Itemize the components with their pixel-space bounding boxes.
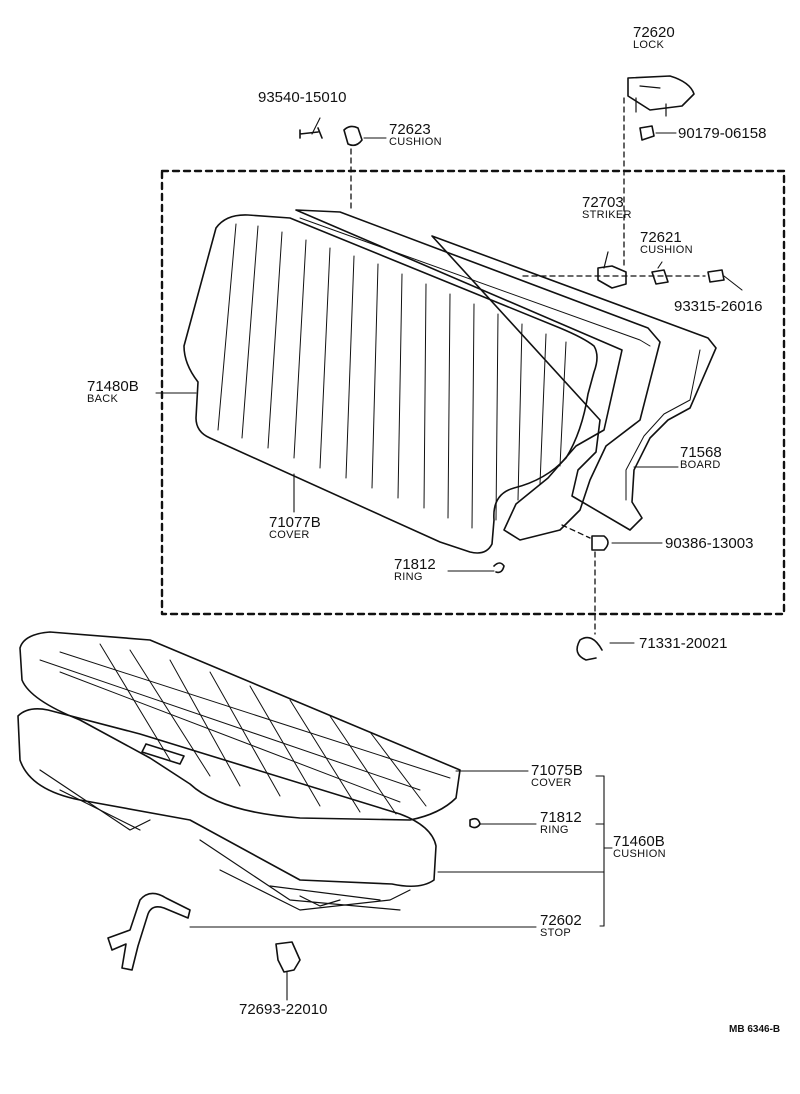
part-name: RING — [540, 824, 569, 836]
back-cover-body — [183, 214, 598, 554]
reference-dash-lines — [350, 97, 706, 635]
part-number: 90179-06158 — [678, 125, 767, 142]
striker-screw-icon — [707, 269, 725, 283]
label-cushion-mid: 72621 CUSHION — [640, 230, 693, 256]
seat-springs — [39, 769, 411, 911]
label-seat-cushion: 71460B CUSHION — [613, 834, 666, 860]
ring-seat-icon — [469, 817, 481, 829]
board-panel — [431, 235, 717, 531]
label-ring-back: 71812 RING — [394, 557, 436, 583]
part-name: COVER — [531, 777, 572, 789]
label-seat-cover: 71075B COVER — [531, 763, 583, 789]
part-name: LOCK — [633, 39, 665, 51]
label-stop: 72602 STOP — [540, 913, 582, 939]
part-name: CUSHION — [613, 848, 666, 860]
striker-icon — [597, 265, 627, 289]
leader-lines — [155, 117, 743, 1001]
part-number: 71460B — [613, 833, 665, 850]
part-number: 71331-20021 — [639, 635, 728, 652]
clip-icon — [576, 636, 603, 661]
part-number: 93540-15010 — [258, 89, 347, 106]
part-name: COVER — [269, 529, 310, 541]
part-number: 72623 — [389, 121, 431, 138]
label-ring-seat: 71812 RING — [540, 810, 582, 836]
seat-vent-icon — [141, 743, 185, 765]
part-number: 72703 — [582, 194, 624, 211]
seat-cover-pleats — [39, 643, 451, 815]
part-name: STOP — [540, 927, 571, 939]
part-name: CUSHION — [389, 136, 442, 148]
lock-screw-icon — [639, 125, 655, 141]
part-name: CUSHION — [640, 244, 693, 256]
part-name: RING — [394, 571, 423, 583]
label-cushion-top: 72623 CUSHION — [389, 122, 442, 148]
part-number: 90386-13003 — [665, 535, 754, 552]
part-number: 71812 — [394, 556, 436, 573]
part-number: 72602 — [540, 912, 582, 929]
label-hook: 72693-22010 — [239, 1002, 327, 1017]
part-number: 71568 — [680, 444, 722, 461]
part-number: 72620 — [633, 24, 675, 41]
hook-icon — [275, 941, 301, 973]
label-lock-screw: 90179-06158 — [678, 126, 766, 141]
label-bolt: 93540-15010 — [258, 90, 346, 105]
label-pin: 90386-13003 — [665, 536, 753, 551]
part-number: 71075B — [531, 762, 583, 779]
label-lock: 72620 LOCK — [633, 25, 675, 51]
back-frame — [295, 209, 661, 541]
part-number: 71480B — [87, 378, 139, 395]
label-back: 71480B BACK — [87, 379, 139, 405]
part-number: 72621 — [640, 229, 682, 246]
label-clip: 71331-20021 — [639, 636, 727, 651]
cushion-top-icon — [343, 125, 363, 147]
drawing-code: MB 6346-B — [729, 1024, 781, 1035]
label-board: 71568 BOARD — [680, 445, 722, 471]
bolt-icon — [299, 127, 323, 139]
part-number: 71077B — [269, 514, 321, 531]
ring-back-icon — [493, 562, 505, 574]
label-striker-screw: 93315-26016 — [674, 299, 762, 314]
seat-cover-body — [19, 631, 461, 821]
cushion-mid-icon — [651, 269, 669, 285]
part-number: 72693-22010 — [239, 1001, 328, 1018]
label-striker: 72703 STRIKER — [582, 195, 632, 221]
part-number: 93315-26016 — [674, 298, 763, 315]
stop-strap-icon — [107, 892, 191, 971]
part-name: BOARD — [680, 459, 721, 471]
back-cover-pleats — [217, 223, 567, 529]
pin-icon — [591, 535, 609, 551]
part-number: 71812 — [540, 809, 582, 826]
part-name: BACK — [87, 393, 119, 405]
seat-cushion-frame — [17, 708, 437, 888]
part-name: STRIKER — [582, 209, 632, 221]
lock-icon — [627, 75, 695, 111]
label-back-cover: 71077B COVER — [269, 515, 321, 541]
